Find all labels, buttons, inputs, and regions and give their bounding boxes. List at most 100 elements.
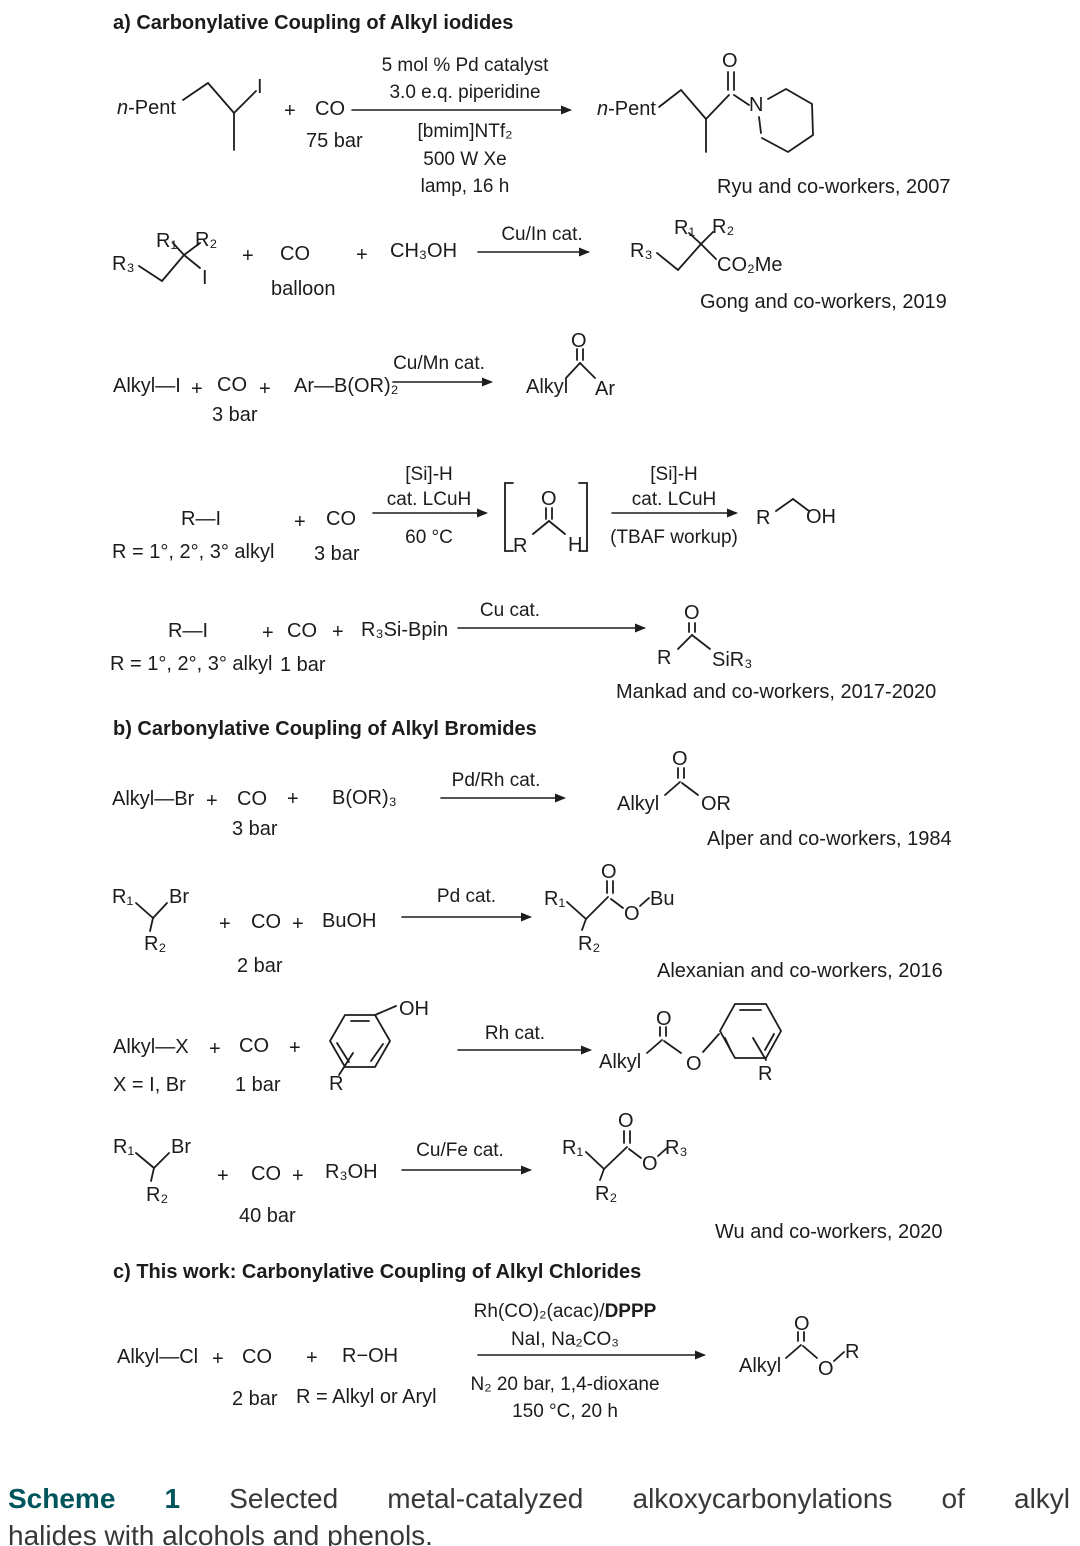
rxn10-plus-2: + xyxy=(306,1347,318,1369)
rxn1-product-nitrogen-label: N xyxy=(749,94,764,116)
rxn9-alcohol-label: R₃OH xyxy=(325,1161,378,1183)
rxn6-product-oxygen-label: O xyxy=(672,748,688,770)
rxn10-co-label: CO xyxy=(242,1346,272,1368)
rxn8-catalyst-label: Rh cat. xyxy=(484,1023,546,1044)
rxn10-product-bonds xyxy=(785,1331,845,1362)
rxn5-plus-1: + xyxy=(262,622,274,644)
rxn7-product-r2-label: R₂ xyxy=(578,933,601,955)
npent-rest: -Pent xyxy=(608,98,656,120)
rxn10-ligand-bold: DPPP xyxy=(604,1301,657,1322)
rxn10-product-alkyl-label: Alkyl xyxy=(739,1355,782,1377)
rxn5-product-oxygen-label: O xyxy=(684,602,700,624)
rxn1-attribution: Ryu and co-workers, 2007 xyxy=(717,176,951,198)
rxn2-product-r3-label: R₃ xyxy=(630,240,653,262)
rxn7-product-r1-label: R₁ xyxy=(544,888,566,910)
rxn2-reactant-bonds xyxy=(138,242,201,283)
rxn9-reactant-bonds xyxy=(135,1152,170,1182)
rxn2-r2-label: R₂ xyxy=(195,229,218,251)
rxn5-plus-2: + xyxy=(332,621,344,643)
rxn2-product-ester-label: CO₂Me xyxy=(717,254,783,276)
rxn3-product-bonds xyxy=(565,348,596,379)
rxn5-r-definition: R = 1°, 2°, 3° alkyl xyxy=(110,653,273,675)
rxn8-x-definition: X = I, Br xyxy=(113,1074,186,1096)
scheme-caption: Scheme 1 Selected metal-catalyzed alkoxy… xyxy=(8,1480,1070,1546)
rxn8-plus-1: + xyxy=(209,1038,221,1060)
rxn1-product-oxygen-label: O xyxy=(722,50,738,72)
rxn10-alkyl-chloride-label: Alkyl—Cl xyxy=(117,1346,199,1368)
rxn10-condition-above-2: NaI, Na₂CO₃ xyxy=(510,1329,620,1350)
rxn5-attribution: Mankad and co-workers, 2017-2020 xyxy=(616,681,937,703)
rxn2-r1-label: R₁ xyxy=(156,230,178,252)
rxn4-alkyl-iodide-label: R—I xyxy=(181,508,221,530)
rxn7-product-bonds xyxy=(566,880,650,931)
rxn7-product-butyl-label: Bu xyxy=(650,888,675,910)
npent-italic-n: n xyxy=(117,97,129,119)
rxn1-condition-below-2: 500 W Xe xyxy=(423,149,507,170)
rxn9-r2-label: R₂ xyxy=(146,1184,169,1206)
rxn4-step2-condition-2: cat. LCuH xyxy=(631,489,717,510)
rxn9-product-carbonyl-oxygen-label: O xyxy=(618,1110,634,1132)
rxn4-step1-condition-2: cat. LCuH xyxy=(386,489,472,510)
rxn4-intermediate-hydrogen-label: H xyxy=(568,534,583,556)
scheme-caption-line2: halides with alcohols and phenols. xyxy=(8,1520,433,1546)
rxn2-pressure-note: balloon xyxy=(271,278,336,300)
rxn8-phenol-ring xyxy=(328,1005,397,1076)
rxn3-catalyst-label: Cu/Mn cat. xyxy=(393,353,485,374)
rxn4-product-r-label: R xyxy=(756,507,771,529)
rxn6-product-alkyl-label: Alkyl xyxy=(617,793,660,815)
rxn6-attribution: Alper and co-workers, 1984 xyxy=(707,828,952,850)
rxn4-step2-condition-1: [Si]-H xyxy=(650,464,698,485)
rxn1-plus: + xyxy=(284,100,296,122)
rxn10-product-r-label: R xyxy=(845,1341,860,1363)
rxn1-condition-above-2: 3.0 e.q. piperidine xyxy=(389,82,541,103)
rxn1-product-bonds xyxy=(658,71,814,154)
rxn5-catalyst-label: Cu cat. xyxy=(479,600,541,621)
rxn9-co-label: CO xyxy=(251,1163,281,1185)
rxn1-reactant-label: n-Pent xyxy=(117,97,176,119)
rxn1-condition-below-1: [bmim]NTf₂ xyxy=(417,121,513,142)
rxn2-attribution: Gong and co-workers, 2019 xyxy=(700,291,947,313)
rxn7-co-label: CO xyxy=(251,911,281,933)
rxn8-plus-2: + xyxy=(289,1037,301,1059)
rxn8-product-alkyl-label: Alkyl xyxy=(599,1051,642,1073)
section-c-title: c) This work: Carbonylative Coupling of … xyxy=(113,1261,642,1283)
rxn9-product-bonds xyxy=(585,1130,668,1181)
rxn9-br-label: Br xyxy=(171,1136,191,1158)
rxn6-catalyst-label: Pd/Rh cat. xyxy=(451,770,541,791)
rxn10-pressure: 2 bar xyxy=(232,1388,278,1410)
rxn9-catalyst-label: Cu/Fe cat. xyxy=(416,1140,504,1161)
rxn2-catalyst-label: Cu/In cat. xyxy=(501,224,583,245)
scheme-caption-line1: Scheme 1 Selected metal-catalyzed alkoxy… xyxy=(8,1480,1070,1517)
scheme-caption-label: Scheme 1 xyxy=(8,1483,181,1514)
rxn3-product-aryl-label: Ar xyxy=(595,378,615,400)
rxn10-condition-above-1: Rh(CO)₂(acac)/DPPP xyxy=(415,1301,715,1322)
rxn6-alkyl-bromide-label: Alkyl—Br xyxy=(112,788,195,810)
rxn9-attribution: Wu and co-workers, 2020 xyxy=(715,1221,943,1243)
rxn4-pressure: 3 bar xyxy=(314,543,360,565)
rxn7-r2-label: R₂ xyxy=(144,933,167,955)
rxn7-product-ester-oxygen-label: O xyxy=(624,903,640,925)
rxn7-r1-label: R₁ xyxy=(112,886,134,908)
rxn10-condition-below-2: 150 °C, 20 h xyxy=(512,1401,618,1422)
rxn9-pressure: 40 bar xyxy=(239,1205,296,1227)
rxn6-pressure: 3 bar xyxy=(232,818,278,840)
rxn9-plus-2: + xyxy=(292,1165,304,1187)
rxn1-condition-above-1: 5 mol % Pd catalyst xyxy=(381,55,549,76)
rxn7-br-label: Br xyxy=(169,886,189,908)
rxn4-step2-workup: (TBAF workup) xyxy=(610,527,738,548)
rxn3-plus-2: + xyxy=(259,378,271,400)
rxn9-plus-1: + xyxy=(217,1165,229,1187)
rxn10-catalyst-normal: Rh(CO)₂(acac)/ xyxy=(473,1301,605,1322)
rxn1-co-label: CO xyxy=(315,98,345,120)
rxn4-intermediate-brackets xyxy=(504,482,588,552)
rxn10-product-ester-oxygen-label: O xyxy=(818,1358,834,1380)
rxn5-silylborane-label: R₃Si-Bpin xyxy=(361,619,449,641)
rxn5-product-bonds xyxy=(677,622,711,650)
rxn10-product-carbonyl-oxygen-label: O xyxy=(794,1313,810,1335)
rxn1-condition-below-3: lamp, 16 h xyxy=(420,176,510,197)
npent-rest: -Pent xyxy=(128,97,176,119)
rxn6-product-or-label: OR xyxy=(701,793,731,815)
rxn7-plus-1: + xyxy=(219,913,231,935)
rxn4-product-oh-label: OH xyxy=(806,506,836,528)
